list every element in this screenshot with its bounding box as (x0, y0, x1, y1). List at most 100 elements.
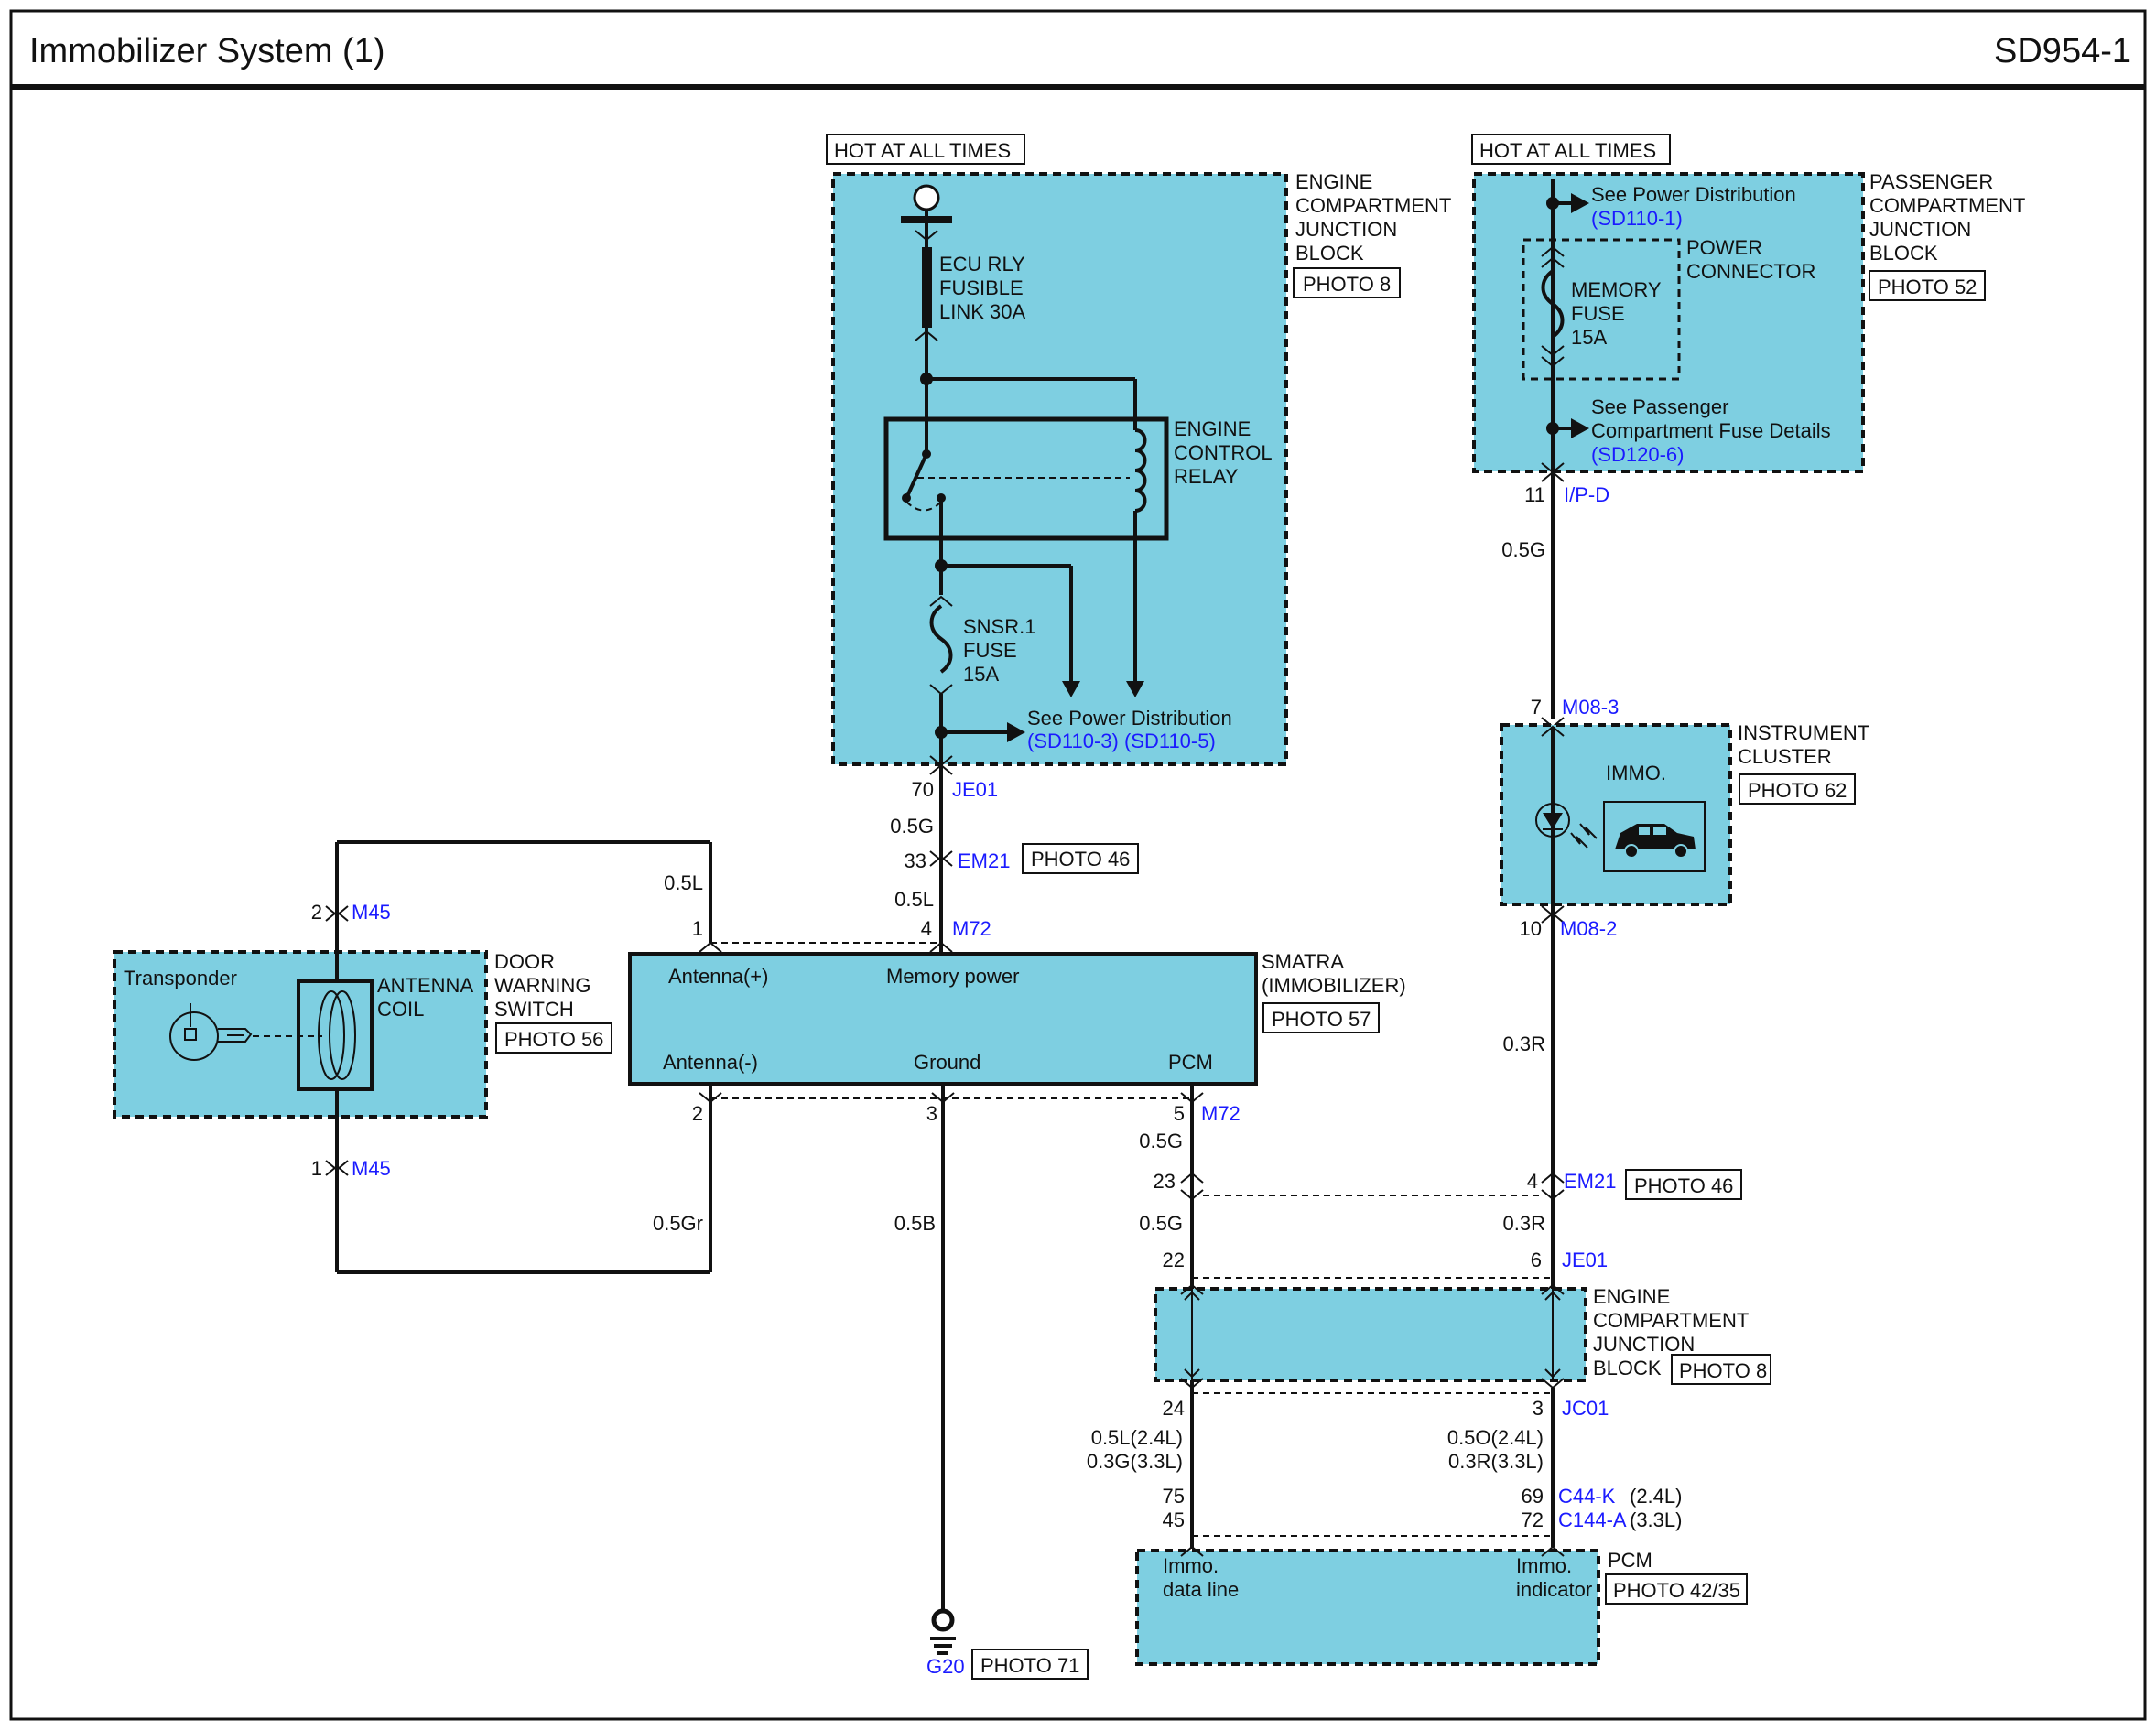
page-title: Immobilizer System (1) (29, 32, 385, 70)
svg-text:0.5G: 0.5G (1501, 538, 1545, 561)
svg-text:45: 45 (1163, 1508, 1185, 1531)
photo-ref: PHOTO 46 (1634, 1174, 1733, 1197)
power-source-icon (913, 184, 940, 211)
svg-text:0.5B: 0.5B (894, 1212, 936, 1235)
see-power-distribution-ref[interactable]: (SD110-3) (SD110-5) (1027, 730, 1216, 752)
svg-text:75: 75 (1163, 1485, 1185, 1508)
pcm-name: PCM (1608, 1549, 1652, 1572)
photo-ref: PHOTO 8 (1679, 1359, 1767, 1382)
connector-em21[interactable]: EM21 (958, 849, 1010, 872)
connector-m45[interactable]: M45 (352, 1157, 391, 1180)
svg-text:0.5L: 0.5L (664, 871, 703, 894)
svg-text:72: 72 (1522, 1508, 1544, 1531)
svg-text:33: 33 (905, 849, 926, 872)
immo-indicator-lamp-icon (1535, 803, 1570, 838)
photo-ref: PHOTO 8 (1303, 273, 1391, 296)
svg-text:0.3G(3.3L): 0.3G(3.3L) (1087, 1450, 1183, 1473)
svg-text:(3.3L): (3.3L) (1630, 1508, 1682, 1531)
connector-m08-2[interactable]: M08-2 (1560, 917, 1617, 940)
see-power-distribution-ref[interactable]: (SD110-1) (1591, 207, 1683, 230)
svg-text:3: 3 (1533, 1397, 1544, 1420)
connector-m72[interactable]: M72 (952, 917, 991, 940)
block-name: ENGINE (1593, 1285, 1670, 1308)
connector-c44-k[interactable]: C44-K (1558, 1485, 1616, 1508)
wire-memory-to-cluster: 11 I/P-D 0.5G 7 M08-3 (1501, 470, 1619, 729)
smatra-immobilizer-module: Antenna(+) Memory power Antenna(-) Groun… (628, 942, 1406, 1099)
connector-je01[interactable]: JE01 (1562, 1249, 1608, 1271)
connector-m45[interactable]: M45 (352, 901, 391, 924)
connector-c144-a[interactable]: C144-A (1558, 1508, 1627, 1531)
connector-jc01[interactable]: JC01 (1562, 1397, 1609, 1420)
connector-ipd[interactable]: I/P-D (1564, 483, 1609, 506)
fuse-label: SNSR.1 (963, 615, 1035, 638)
svg-text:0.5Gr: 0.5Gr (653, 1212, 703, 1235)
snsr-fuse-icon (929, 604, 953, 674)
memory-fuse-icon (1541, 269, 1565, 339)
hot-at-all-times-tag: HOT AT ALL TIMES (1479, 139, 1656, 162)
block-name: COMPARTMENT (1869, 194, 2025, 217)
svg-text:10: 10 (1520, 917, 1542, 940)
svg-text:7: 7 (1531, 696, 1542, 719)
see-fuse-details-ref[interactable]: (SD120-6) (1591, 443, 1684, 466)
immo-label: IMMO. (1606, 762, 1666, 784)
engine-control-relay (883, 416, 1169, 541)
pcm-module: Immo. data line Immo. indicator PCM PHOT… (1135, 1545, 1748, 1666)
svg-text:3: 3 (926, 1102, 937, 1125)
see-fuse-details: Compartment Fuse Details (1591, 419, 1831, 442)
svg-text:22: 22 (1163, 1249, 1185, 1271)
pin-label: Antenna(+) (668, 965, 768, 988)
block-name: COMPARTMENT (1295, 194, 1451, 217)
block-name: COMPARTMENT (1593, 1309, 1749, 1332)
fusible-link-icon (922, 247, 932, 328)
block-name: JUNCTION (1295, 218, 1397, 241)
switch-name: SWITCH (494, 998, 574, 1021)
instrument-cluster: IMMO. INSTRUMENT CLUSTER PHOTO 62 (1500, 721, 1869, 917)
svg-text:4: 4 (1527, 1170, 1538, 1193)
connector-je01[interactable]: JE01 (952, 778, 998, 801)
transponder-label: Transponder (124, 967, 237, 989)
svg-text:23: 23 (1154, 1170, 1176, 1193)
engine-junction-block-top: HOT AT ALL TIMES ENGINE COMPARTMENT JUNC… (826, 134, 1451, 769)
power-connector-label: POWER (1686, 236, 1762, 259)
connector-m08-3[interactable]: M08-3 (1562, 696, 1619, 719)
door-warning-switch: Transponder ANTENNA COIL DOOR WARNING SW… (113, 950, 612, 1120)
svg-text:0.5G: 0.5G (890, 815, 934, 838)
power-connector (1522, 238, 1681, 381)
pcm-pin-label: indicator (1516, 1578, 1592, 1601)
car-icon (1615, 824, 1696, 859)
fuse-label: MEMORY (1571, 278, 1662, 301)
block-name: JUNCTION (1869, 218, 1971, 241)
block-name: PASSENGER (1869, 170, 1993, 193)
pcm-pin-label: Immo. (1163, 1554, 1219, 1577)
ground-name[interactable]: G20 (926, 1655, 965, 1678)
page-border (9, 9, 2147, 1721)
fusible-link-label: LINK 30A (939, 300, 1025, 323)
svg-text:70: 70 (912, 778, 934, 801)
see-power-distribution: See Power Distribution (1027, 707, 1232, 730)
svg-text:0.3R: 0.3R (1503, 1033, 1545, 1055)
coil-icon (318, 990, 345, 1080)
block-name: ENGINE (1295, 170, 1372, 193)
fuse-label: 15A (963, 663, 999, 686)
photo-ref: PHOTO 46 (1031, 848, 1130, 870)
photo-ref: PHOTO 56 (504, 1028, 603, 1051)
svg-text:4: 4 (921, 917, 932, 940)
block-name: BLOCK (1869, 242, 1938, 265)
switch-name: WARNING (494, 974, 591, 997)
svg-text:24: 24 (1163, 1397, 1185, 1420)
diagram-code: SD954-1 (1994, 32, 2131, 70)
svg-text:5: 5 (1174, 1102, 1185, 1125)
connector-m72[interactable]: M72 (1201, 1102, 1241, 1125)
passenger-junction-block: HOT AT ALL TIMES PASSENGER COMPARTMENT J… (1471, 134, 2025, 476)
relay-label: ENGINE (1174, 417, 1251, 440)
svg-text:1: 1 (311, 1157, 322, 1180)
svg-text:69: 69 (1522, 1485, 1544, 1508)
pin-label: Antenna(-) (663, 1051, 758, 1074)
fusible-link-label: FUSIBLE (939, 276, 1024, 299)
coil-label: ANTENNA (377, 974, 473, 997)
pin-label: PCM (1168, 1051, 1213, 1074)
photo-ref: PHOTO 57 (1272, 1008, 1371, 1031)
connector-em21[interactable]: EM21 (1564, 1170, 1616, 1193)
see-fuse-details: See Passenger (1591, 395, 1728, 418)
svg-text:11: 11 (1524, 483, 1545, 506)
